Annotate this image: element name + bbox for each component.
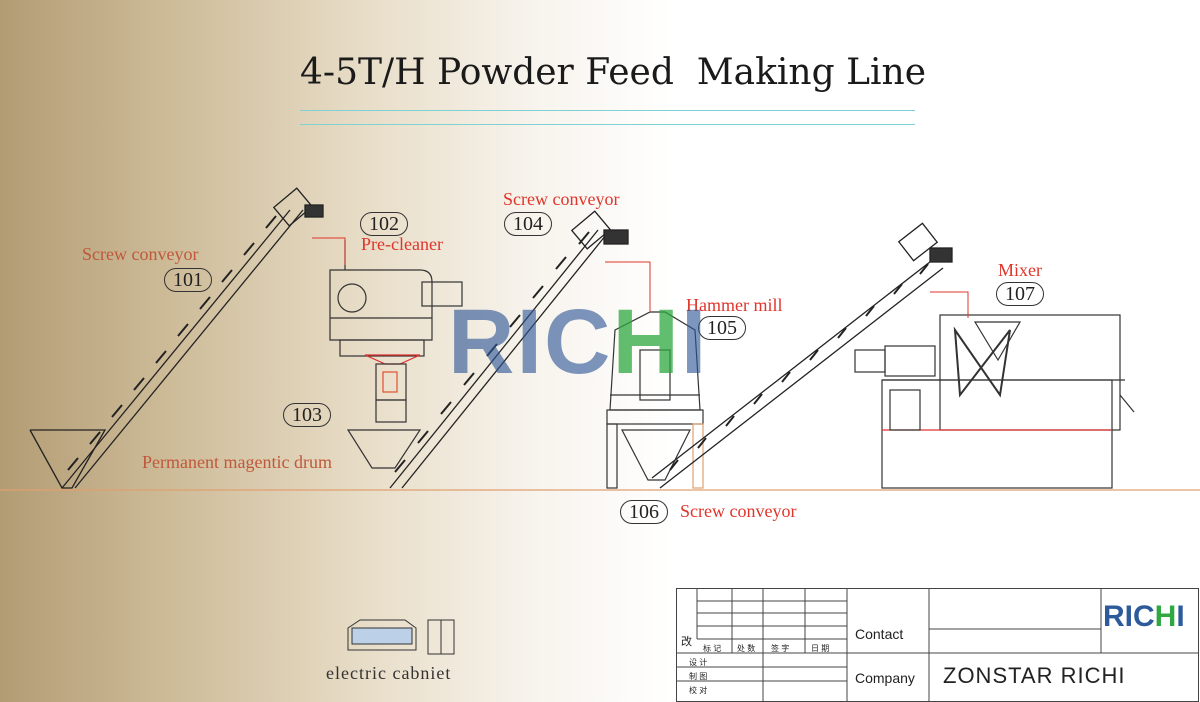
title-underline-2 (300, 124, 915, 125)
mixer-107 (854, 314, 1135, 489)
number-106: 106 (620, 500, 668, 524)
label-pre-cleaner: Pre-cleaner (361, 234, 443, 254)
label-magnetic-drum: Permanent magentic drum (142, 452, 332, 472)
row-check: 校 对 (689, 686, 708, 695)
title-underline-1 (300, 110, 915, 111)
page-title: 4-5T/H Powder Feed Making Line (300, 52, 926, 93)
screw-conveyor-104 (389, 210, 629, 489)
number-105: 105 (698, 316, 746, 340)
header-sign: 签 字 (771, 644, 790, 653)
electric-cabinet-icon (347, 619, 455, 655)
number-101: 101 (164, 268, 212, 292)
label-hammer-mill: Hammer mill (686, 295, 783, 315)
company-label: Company (855, 670, 915, 686)
screw-conveyor-101 (29, 187, 324, 489)
header-date: 日 期 (811, 644, 830, 653)
header-count: 处 数 (737, 644, 756, 653)
number-103: 103 (283, 403, 331, 427)
pre-cleaner-102 (329, 240, 463, 357)
label-screw-conveyor-104: Screw conveyor (503, 189, 620, 209)
label-screw-conveyor-106: Screw conveyor (680, 501, 797, 521)
title-block-grid (677, 589, 1198, 701)
magnetic-drum-103 (346, 354, 422, 469)
revise-mark: 改 (681, 636, 692, 648)
richi-logo: RICHI (1103, 600, 1185, 633)
screw-conveyor-106 (651, 222, 953, 489)
row-drawing: 制 图 (689, 672, 708, 681)
row-design: 设 计 (689, 658, 708, 667)
electric-cabinet-label: electric cabniet (326, 663, 452, 683)
number-102: 102 (360, 212, 408, 236)
leader-lines (312, 237, 969, 318)
number-104: 104 (504, 212, 552, 236)
company-name: ZONSTAR RICHI (943, 663, 1126, 688)
number-107: 107 (996, 282, 1044, 306)
contact-label: Contact (855, 626, 904, 642)
title-block: 改 标 记 处 数 签 字 日 期 设 计 制 图 校 对 Contact Co… (676, 588, 1199, 702)
richi-watermark-logo: RICHI (448, 291, 709, 393)
label-screw-conveyor-101: Screw conveyor (82, 244, 199, 264)
label-mixer: Mixer (998, 260, 1042, 280)
header-mark: 标 记 (703, 644, 722, 653)
